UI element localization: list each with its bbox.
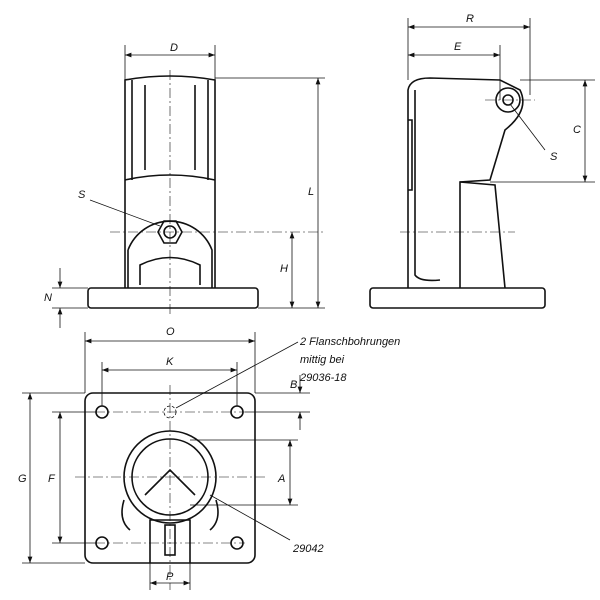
flange-note-line1: 2 Flanschbohrungen bbox=[299, 336, 400, 348]
flange-note-line2: mittig bei bbox=[300, 354, 345, 366]
dim-label-S-front: S bbox=[78, 189, 86, 201]
dim-label-R: R bbox=[466, 13, 474, 25]
dim-label-S-side: S bbox=[550, 151, 558, 163]
dim-label-E: E bbox=[454, 41, 462, 53]
top-view: O K B G F A P 2 Flanschbohrungen mittig … bbox=[18, 326, 400, 590]
dim-label-B: B bbox=[290, 379, 297, 391]
dim-label-L: L bbox=[308, 186, 314, 198]
dim-label-K: K bbox=[166, 356, 174, 368]
dim-label-C: C bbox=[573, 124, 581, 136]
dim-label-P: P bbox=[166, 571, 174, 583]
side-view: R E C S bbox=[369, 13, 595, 309]
dim-label-O: O bbox=[166, 326, 175, 338]
dim-label-F: F bbox=[48, 473, 56, 485]
dim-label-D: D bbox=[170, 42, 178, 54]
part-reference: 29042 bbox=[292, 543, 324, 555]
front-view: D L H N S bbox=[44, 42, 325, 328]
dim-label-G: G bbox=[18, 473, 27, 485]
dim-label-N: N bbox=[44, 292, 52, 304]
flange-note-line3: 29036-18 bbox=[299, 372, 347, 384]
dim-label-A: A bbox=[277, 473, 285, 485]
dim-label-H: H bbox=[280, 263, 288, 275]
